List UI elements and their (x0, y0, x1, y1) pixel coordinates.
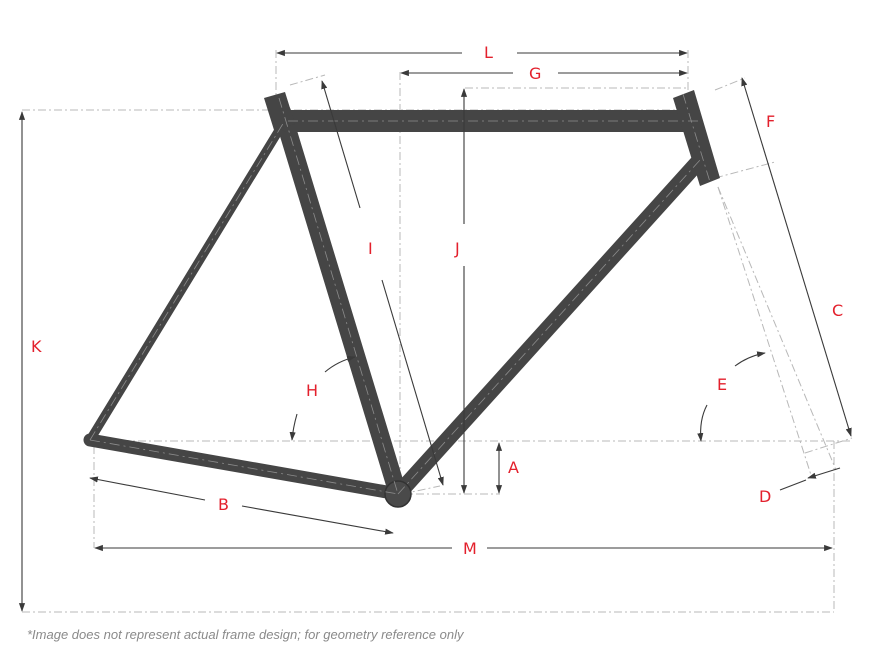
label-I: I (368, 239, 373, 258)
label-A: A (508, 458, 519, 477)
angle-E-upper (734, 351, 766, 367)
disclaimer-footnote: *Image does not represent actual frame d… (27, 627, 464, 642)
label-D: D (759, 487, 771, 506)
dim-D (807, 467, 841, 479)
dimension-lines (18, 49, 852, 612)
seat-tube (273, 103, 407, 503)
label-E: E (717, 375, 727, 394)
dimension-labels: L G F I J C K E H A D B M (31, 43, 843, 558)
dim-I-top (321, 80, 361, 209)
dim-I-bottom (381, 279, 444, 486)
label-G: G (529, 64, 541, 83)
dim-B-left (89, 476, 206, 501)
label-K: K (31, 337, 42, 356)
label-B: B (218, 495, 229, 514)
angle-H-upper (324, 355, 356, 373)
dim-B-right (241, 505, 394, 535)
label-J: J (454, 239, 460, 258)
label-H: H (306, 381, 318, 400)
reference-lines (22, 50, 853, 613)
dim-D-leader (779, 479, 807, 491)
seat-tube-top (264, 92, 295, 130)
angle-E-lower (697, 404, 708, 442)
dim-C (741, 77, 852, 437)
bike-frame (83, 90, 720, 508)
label-M: M (463, 539, 477, 558)
label-C: C (832, 301, 843, 320)
label-F: F (766, 112, 775, 131)
angle-H-lower (289, 413, 298, 441)
label-L: L (484, 43, 493, 62)
